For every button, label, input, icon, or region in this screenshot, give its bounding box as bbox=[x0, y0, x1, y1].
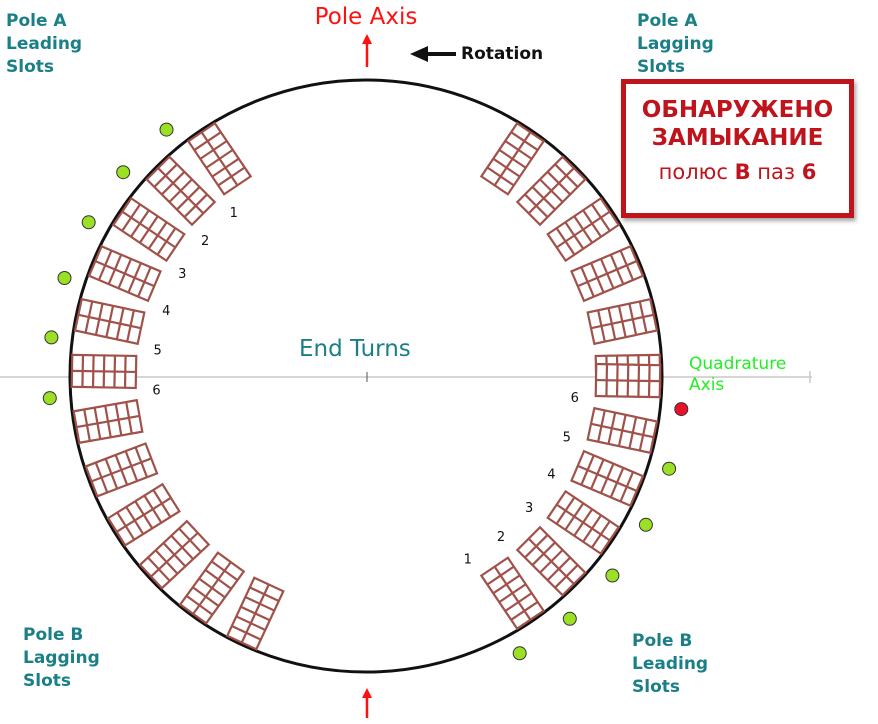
slot-pole-a-leading-2 bbox=[145, 155, 217, 227]
slot-number-pole-a-1: 1 bbox=[230, 206, 238, 221]
dot-pole-b-leading-4 bbox=[638, 517, 653, 532]
slot-pole-a-lagging-4 bbox=[570, 244, 645, 303]
fault-alert-box: ОБНАРУЖЕНО ЗАМЫКАНИЕ полюс B паз 6 bbox=[621, 79, 854, 218]
slot-number-pole-b-5: 5 bbox=[563, 430, 571, 445]
slot-pole-a-leading-4 bbox=[87, 244, 162, 303]
fault-indicator-dot bbox=[674, 402, 689, 417]
slot-pole-b-lagging-5 bbox=[178, 551, 246, 625]
slot-number-pole-b-3: 3 bbox=[525, 501, 533, 516]
fault-location: полюс B паз 6 bbox=[658, 160, 817, 184]
slot-pole-a-leading-3 bbox=[111, 196, 186, 263]
slot-pole-a-lagging-5 bbox=[586, 297, 659, 346]
slot-number-pole-b-2: 2 bbox=[497, 530, 505, 545]
fault-title-line2: ЗАМЫКАНИЕ bbox=[651, 125, 824, 151]
slot-number-pole-b-6: 6 bbox=[571, 391, 579, 406]
slot-pole-a-lagging-2 bbox=[515, 155, 587, 227]
quadrature-axis-label: Quadrature Axis bbox=[689, 354, 787, 395]
slot-pole-a-leading-6 bbox=[70, 353, 138, 390]
slot-pole-a-leading-5 bbox=[73, 297, 146, 346]
slot-pole-b-lagging-6 bbox=[225, 576, 285, 651]
pole-axis-bottom-arrow bbox=[362, 688, 372, 718]
slot-pole-b-lagging-2 bbox=[84, 442, 159, 498]
slot-pole-b-leading-5 bbox=[586, 406, 659, 455]
dot-pole-b-leading-5 bbox=[662, 461, 677, 476]
dot-pole-a-leading-3 bbox=[81, 215, 96, 230]
slot-pole-b-leading-6 bbox=[594, 362, 662, 399]
slot-pole-b-lagging-3 bbox=[106, 482, 181, 547]
dot-pole-a-leading-5 bbox=[44, 330, 59, 345]
dot-pole-a-leading-6 bbox=[42, 391, 57, 406]
slot-pole-b-lagging-4 bbox=[138, 519, 211, 590]
slot-numbers-group: 1 2 3 4 5 6 1 2 3 4 5 6 bbox=[152, 206, 579, 568]
dot-pole-b-leading-2 bbox=[562, 611, 577, 626]
dot-pole-a-leading-1 bbox=[159, 122, 174, 137]
slot-pole-a-lagging-3 bbox=[546, 196, 621, 263]
slot-number-pole-a-2: 2 bbox=[201, 234, 209, 249]
pole-b-lagging-label: Pole B Lagging Slots bbox=[23, 625, 100, 691]
pole-a-leading-label: Pole A Leading Slots bbox=[6, 11, 83, 77]
slot-number-pole-a-6: 6 bbox=[152, 384, 160, 399]
slot-pole-a-leading-1 bbox=[186, 121, 253, 196]
pole-b-leading-label: Pole B Leading Slots bbox=[632, 631, 709, 697]
fault-title-line1: ОБНАРУЖЕНО bbox=[641, 97, 834, 123]
slot-number-pole-a-5: 5 bbox=[153, 343, 161, 358]
pole-axis-top-arrow bbox=[362, 34, 372, 67]
dot-pole-b-leading-1 bbox=[512, 646, 527, 661]
slot-pole-b-leading-1 bbox=[479, 556, 546, 631]
slots-group bbox=[70, 121, 662, 651]
dot-pole-a-leading-2 bbox=[116, 165, 131, 180]
slot-number-pole-a-3: 3 bbox=[178, 267, 186, 282]
pole-axis-title: Pole Axis bbox=[314, 4, 418, 30]
pole-a-lagging-label: Pole A Lagging Slots bbox=[637, 11, 714, 77]
slot-number-pole-a-4: 4 bbox=[162, 304, 170, 319]
slot-pole-b-leading-4 bbox=[570, 449, 645, 508]
slot-number-pole-b-1: 1 bbox=[464, 553, 472, 568]
slot-pole-b-leading-3 bbox=[546, 489, 621, 556]
end-turns-label: End Turns bbox=[299, 336, 411, 362]
slot-pole-a-lagging-1 bbox=[479, 121, 546, 196]
stator-ring bbox=[68, 78, 664, 674]
slot-pole-b-leading-2 bbox=[515, 525, 587, 597]
rotation-arrow-icon bbox=[410, 46, 456, 62]
rotation-label: Rotation bbox=[461, 44, 544, 64]
slot-number-pole-b-4: 4 bbox=[547, 468, 555, 483]
slot-pole-b-lagging-1 bbox=[72, 398, 144, 445]
dots-group bbox=[42, 122, 689, 661]
dot-pole-a-leading-4 bbox=[57, 271, 72, 285]
dot-pole-b-leading-3 bbox=[605, 568, 620, 583]
